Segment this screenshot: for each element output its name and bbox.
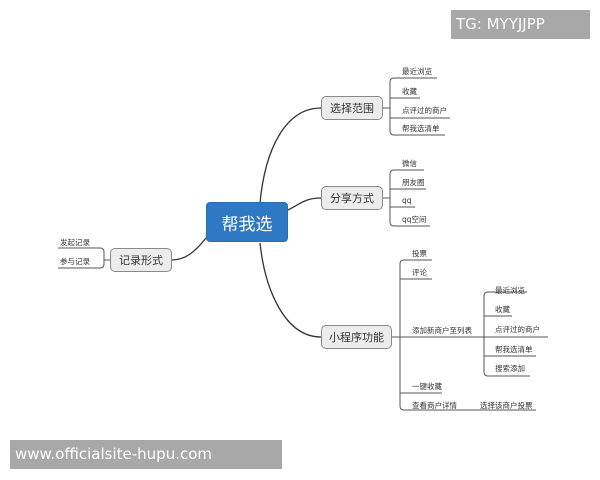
branch-label: 记录形式 (119, 254, 163, 267)
watermark-bottom-left: www.officialsite-hupu.com (10, 440, 282, 469)
leaf-recent-browse[interactable]: 最近浏览 (402, 67, 432, 76)
leaf-favorites[interactable]: 收藏 (402, 87, 417, 96)
subleaf-reviewed-merchants[interactable]: 点评过的商户 (495, 325, 540, 334)
leaf-add-merchant[interactable]: 添加新商户至列表 (412, 326, 472, 335)
branch-label: 小程序功能 (329, 331, 384, 344)
leaf-one-click-fav[interactable]: 一键收藏 (412, 382, 442, 391)
subleaf-pick-list[interactable]: 帮我选清单 (495, 345, 533, 354)
leaf-view-detail[interactable]: 查看商户详情 (412, 401, 457, 410)
subleaf-favorites[interactable]: 收藏 (495, 305, 510, 314)
leaf-initiate-record[interactable]: 发起记录 (60, 238, 90, 247)
branch-label: 选择范围 (330, 102, 374, 115)
leaf-comment[interactable]: 评论 (412, 268, 427, 277)
subleaf-recent-browse[interactable]: 最近浏览 (495, 286, 525, 295)
leaf-vote-merchant[interactable]: 选择该商户投票 (480, 401, 533, 410)
leaf-wechat[interactable]: 微信 (402, 159, 417, 168)
leaf-moments[interactable]: 朋友圈 (402, 178, 425, 187)
subleaf-search-add[interactable]: 搜索添加 (495, 364, 525, 373)
watermark-top-right: TG: MYYJJPP (451, 10, 590, 39)
leaf-pick-list[interactable]: 帮我选清单 (402, 124, 440, 133)
branch-miniprogram[interactable]: 小程序功能 (321, 325, 392, 349)
branch-share[interactable]: 分享方式 (321, 186, 383, 210)
leaf-vote[interactable]: 投票 (412, 249, 427, 258)
branch-label: 分享方式 (330, 192, 374, 205)
leaf-qzone[interactable]: qq空间 (402, 215, 427, 224)
leaf-qq[interactable]: qq (402, 196, 412, 205)
branch-select-range[interactable]: 选择范围 (321, 96, 383, 120)
root-node[interactable]: 帮我选 (206, 202, 288, 242)
leaf-join-record[interactable]: 参与记录 (60, 257, 90, 266)
branch-record[interactable]: 记录形式 (110, 248, 172, 272)
root-label: 帮我选 (221, 214, 273, 235)
leaf-reviewed-merchants[interactable]: 点评过的商户 (402, 106, 447, 115)
